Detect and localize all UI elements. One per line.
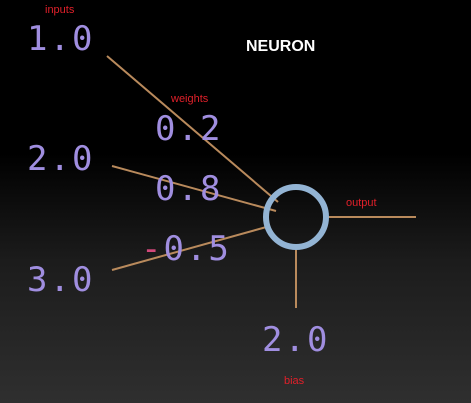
bias-label: bias (284, 375, 305, 387)
weight-value-3-number: 0.5 (163, 229, 231, 269)
input-1-connection (106, 55, 279, 203)
bias-value: 2.0 (262, 320, 330, 360)
input-3-connection (111, 225, 271, 271)
weight-value-2: 0.8 (155, 169, 223, 209)
weight-value-1: 0.2 (155, 109, 223, 149)
neuron-circle (263, 184, 329, 250)
output-label: output (346, 197, 377, 209)
weight-value-3: -0.5 (141, 232, 231, 266)
weight-value-3-sign: - (141, 229, 164, 269)
input-2-connection (111, 165, 277, 212)
weights-label: weights (171, 93, 209, 105)
input-value-2: 2.0 (27, 139, 95, 179)
diagram-title: NEURON (246, 38, 316, 55)
inputs-label: inputs (45, 4, 75, 16)
input-value-3: 3.0 (27, 260, 95, 300)
input-value-1: 1.0 (27, 19, 95, 59)
